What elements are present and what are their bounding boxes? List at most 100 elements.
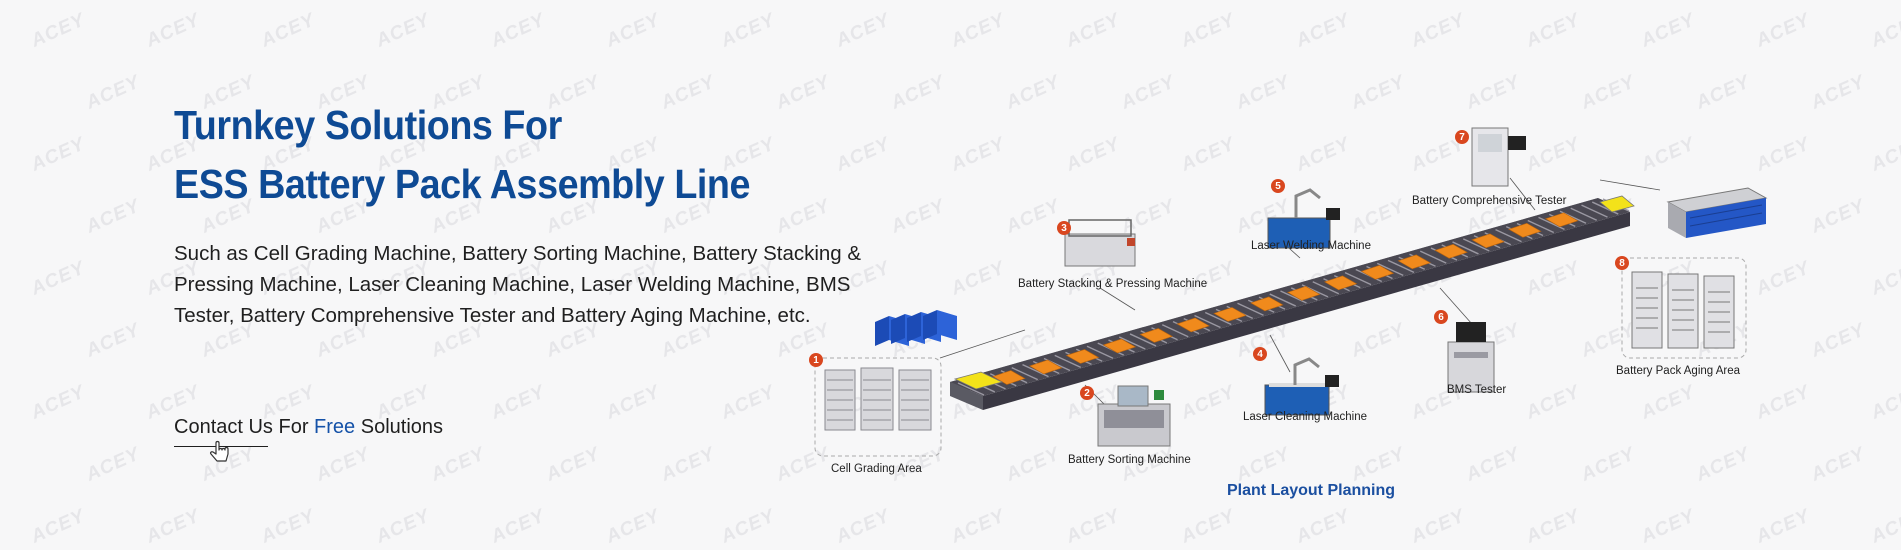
watermark-text: ACEY bbox=[257, 9, 319, 52]
conveyor-roller bbox=[1570, 207, 1598, 221]
station-badge-2: 2 bbox=[1080, 386, 1094, 400]
watermark-text: ACEY bbox=[1637, 505, 1699, 548]
conveyor-pad bbox=[1102, 338, 1137, 354]
watermark-text: ACEY bbox=[487, 505, 549, 548]
watermark-text: ACEY bbox=[602, 381, 664, 424]
watermark-text: ACEY bbox=[1867, 9, 1901, 52]
watermark-text: ACEY bbox=[1062, 9, 1124, 52]
watermark-text: ACEY bbox=[542, 443, 604, 486]
conveyor-pad bbox=[1508, 222, 1542, 238]
label-laser-welding-machine: Laser Welding Machine bbox=[1251, 240, 1371, 252]
conveyor-roller bbox=[1161, 324, 1189, 338]
contact-link[interactable]: Contact Us For Free Solutions bbox=[174, 416, 443, 439]
watermark-text: ACEY bbox=[82, 319, 144, 362]
hero-text: Turnkey Solutions For ESS Battery Pack A… bbox=[174, 96, 874, 327]
watermark-text: ACEY bbox=[142, 505, 204, 548]
watermark-text: ACEY bbox=[82, 195, 144, 238]
station-badge-4: 4 bbox=[1253, 347, 1267, 361]
watermark-text: ACEY bbox=[1462, 71, 1524, 114]
conveyor-pad bbox=[1065, 349, 1100, 364]
watermark-text: ACEY bbox=[717, 505, 779, 548]
watermark-text: ACEY bbox=[27, 133, 89, 176]
station-badge-5: 5 bbox=[1271, 179, 1285, 193]
conveyor-pad bbox=[1544, 212, 1579, 228]
watermark-text: ACEY bbox=[832, 505, 894, 548]
watermark-text: ACEY bbox=[372, 9, 434, 52]
watermark-text: ACEY bbox=[1062, 505, 1124, 548]
watermark-text: ACEY bbox=[887, 71, 949, 114]
conveyor-roller bbox=[1280, 290, 1307, 304]
battery-pack-icon bbox=[1666, 187, 1768, 238]
comprehensive-tester bbox=[1471, 127, 1526, 187]
watermark-text: ACEY bbox=[1867, 505, 1901, 548]
watermark-text: ACEY bbox=[602, 9, 664, 52]
conveyor-roller bbox=[1538, 216, 1565, 231]
conveyor-roller bbox=[1344, 271, 1372, 286]
watermark-text: ACEY bbox=[1522, 505, 1584, 548]
conveyor-roller bbox=[957, 382, 985, 396]
conveyor-pad bbox=[1176, 317, 1210, 333]
watermark-text: ACEY bbox=[1867, 381, 1901, 424]
watermark-text: ACEY bbox=[82, 443, 144, 486]
watermark-text: ACEY bbox=[1292, 505, 1354, 548]
plant-layout-caption: Plant Layout Planning bbox=[1227, 482, 1396, 499]
watermark-text: ACEY bbox=[1807, 443, 1869, 486]
conveyor-pad bbox=[1471, 233, 1505, 249]
stacking-pressing-machine bbox=[1064, 219, 1136, 267]
watermark-text: ACEY bbox=[257, 505, 319, 548]
conveyor-pad bbox=[1397, 254, 1432, 270]
cta-underline bbox=[174, 446, 268, 447]
battery-cells-icon bbox=[875, 310, 957, 346]
watermark-text: ACEY bbox=[1117, 71, 1179, 114]
conveyor-roller bbox=[1581, 204, 1608, 218]
watermark-text: ACEY bbox=[487, 9, 549, 52]
label-comprehensive-tester: Battery Comprehensive Tester bbox=[1412, 195, 1567, 207]
conveyor-roller bbox=[1237, 302, 1264, 316]
conveyor-roller bbox=[1118, 336, 1146, 350]
conveyor-pad bbox=[1028, 359, 1063, 375]
watermark-text: ACEY bbox=[947, 505, 1009, 548]
watermark-text: ACEY bbox=[717, 9, 779, 52]
laser-welding-machine bbox=[1267, 188, 1340, 249]
watermark-text: ACEY bbox=[82, 71, 144, 114]
watermark-text: ACEY bbox=[1577, 71, 1639, 114]
watermark-text: ACEY bbox=[1232, 71, 1294, 114]
watermark-text: ACEY bbox=[312, 443, 374, 486]
hero-title-line2: ESS Battery Pack Assembly Line bbox=[174, 161, 751, 207]
pointer-hand-icon bbox=[210, 440, 229, 462]
label-stacking-pressing-machine: Battery Stacking & Pressing Machine bbox=[1018, 278, 1208, 290]
watermark-text: ACEY bbox=[1752, 505, 1814, 548]
conveyor-pad bbox=[1323, 275, 1358, 291]
watermark-text: ACEY bbox=[27, 381, 89, 424]
conveyor-roller bbox=[1194, 314, 1221, 329]
conveyor-pad bbox=[1139, 328, 1174, 343]
watermark-text: ACEY bbox=[1347, 71, 1409, 114]
station-badge-6: 6 bbox=[1434, 310, 1448, 324]
conveyor-roller bbox=[1312, 281, 1340, 295]
hero-title: Turnkey Solutions For ESS Battery Pack A… bbox=[174, 96, 818, 214]
watermark-text: ACEY bbox=[1292, 9, 1354, 52]
hero-description: Such as Cell Grading Machine, Battery So… bbox=[174, 242, 862, 327]
watermark-text: ACEY bbox=[1177, 505, 1239, 548]
conveyor-pad bbox=[1286, 286, 1321, 301]
watermark-text: ACEY bbox=[372, 505, 434, 548]
watermark-text: ACEY bbox=[1637, 9, 1699, 52]
watermark-text: ACEY bbox=[657, 443, 719, 486]
label-battery-pack-aging-area: Battery Pack Aging Area bbox=[1616, 365, 1741, 377]
conveyor-pad bbox=[1360, 265, 1395, 280]
conveyor-roller bbox=[1376, 262, 1404, 277]
cta-suffix: Solutions bbox=[355, 416, 444, 438]
watermark-text: ACEY bbox=[832, 9, 894, 52]
watermark-text: ACEY bbox=[1692, 71, 1754, 114]
watermark-text: ACEY bbox=[487, 381, 549, 424]
conveyor-roller bbox=[1129, 333, 1157, 347]
cta-free: Free bbox=[314, 416, 356, 438]
conveyor-roller bbox=[1591, 201, 1619, 215]
conveyor-pad bbox=[1434, 243, 1468, 259]
hero-title-line1: Turnkey Solutions For bbox=[174, 102, 562, 148]
conveyor-roller bbox=[1086, 345, 1114, 359]
battery-pack-aging-area bbox=[1621, 257, 1747, 359]
watermark-text: ACEY bbox=[27, 9, 89, 52]
watermark-text: ACEY bbox=[1807, 195, 1869, 238]
conveyor-pads bbox=[992, 212, 1579, 385]
